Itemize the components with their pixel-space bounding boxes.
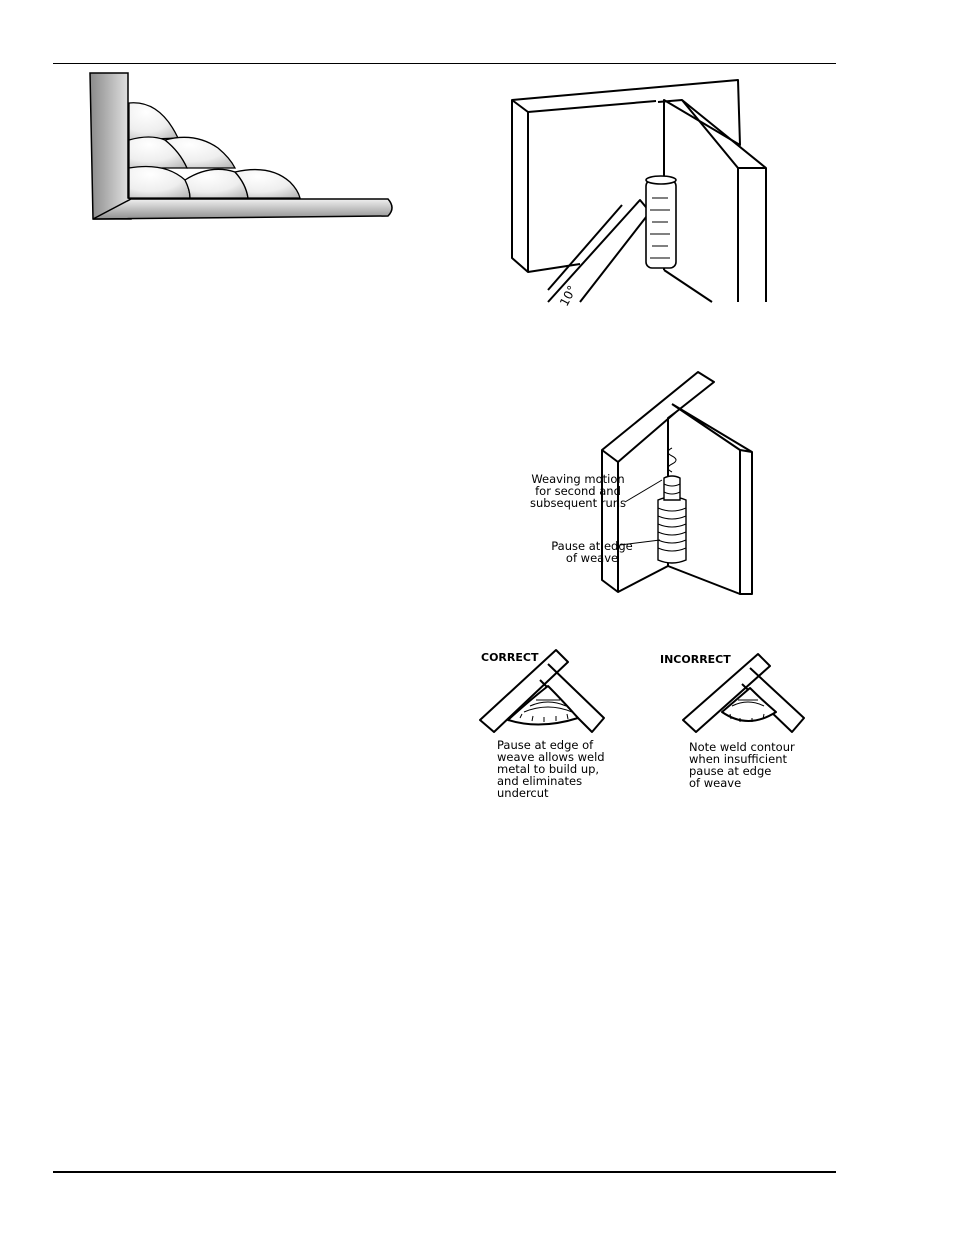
correct-heading: CORRECT — [481, 651, 538, 664]
correct-caption: Pause at edge of weave allows weld metal… — [497, 739, 617, 799]
incorrect-caption: Note weld contour when insufficient paus… — [689, 741, 819, 789]
incorrect-heading: INCORRECT — [660, 653, 731, 666]
